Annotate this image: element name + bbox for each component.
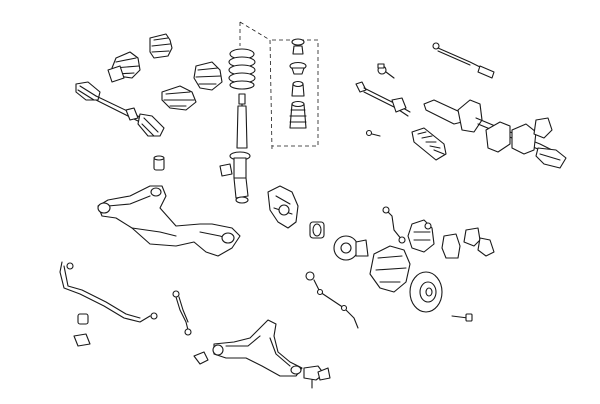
tie-rod-end-upper xyxy=(377,63,395,79)
steering-knuckle xyxy=(267,185,299,229)
cv-joint-boot-kit xyxy=(161,85,197,111)
drive-shaft xyxy=(75,81,165,137)
bolt xyxy=(451,313,473,322)
ball-joint xyxy=(303,365,331,389)
wheel-bearing xyxy=(309,221,325,239)
coil-spring xyxy=(228,48,256,90)
stabilizer-link xyxy=(172,290,192,336)
shock-absorber xyxy=(219,151,251,204)
wheel-hub xyxy=(333,235,369,261)
tie-rod-long xyxy=(432,42,495,79)
cv-boot-mid xyxy=(193,61,223,91)
splash-shield xyxy=(369,245,411,293)
abs-sensor-cable xyxy=(305,271,359,329)
bolt-small xyxy=(365,129,381,137)
control-arm-bushing xyxy=(193,351,209,365)
brake-hose xyxy=(382,206,406,244)
cv-boot-left xyxy=(107,51,141,83)
upper-control-arm xyxy=(97,185,241,257)
cv-boot-top xyxy=(149,33,173,59)
tie-rod xyxy=(355,81,411,117)
strut-bearing-kit xyxy=(289,38,307,129)
steering-rack xyxy=(423,99,567,169)
shock-absorber-rod xyxy=(236,93,248,149)
bushing xyxy=(153,155,165,171)
steering-rack-boot xyxy=(411,127,447,161)
brake-disc xyxy=(409,271,443,313)
brake-caliper xyxy=(407,219,435,253)
stabilizer-bar xyxy=(59,261,158,323)
lower-control-arm xyxy=(212,319,303,377)
brake-pads xyxy=(441,227,495,259)
stabilizer-bushing xyxy=(73,313,91,347)
